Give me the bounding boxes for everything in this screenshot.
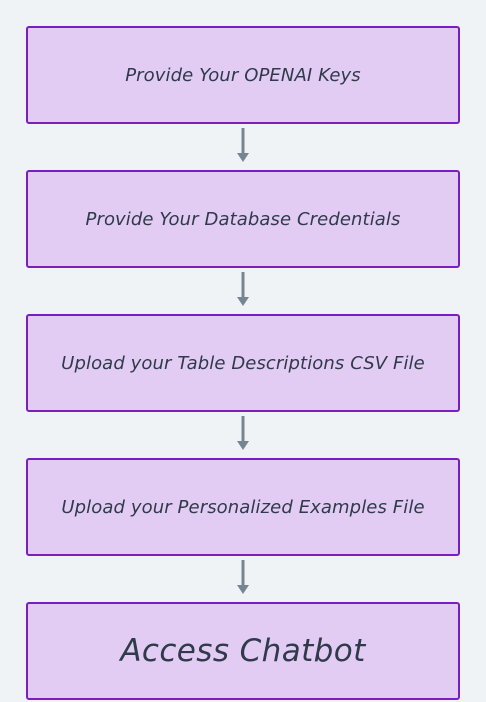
step-label: Access Chatbot <box>120 633 366 669</box>
step-label: Upload your Table Descriptions CSV File <box>61 352 425 374</box>
step-label: Provide Your OPENAI Keys <box>125 64 361 86</box>
step-provide-openai-keys: Provide Your OPENAI Keys <box>26 26 460 124</box>
arrow-down-icon <box>237 416 249 450</box>
arrow-down-icon <box>237 560 249 594</box>
step-label: Provide Your Database Credentials <box>85 208 401 230</box>
step-access-chatbot: Access Chatbot <box>26 602 460 700</box>
step-upload-personalized-examples: Upload your Personalized Examples File <box>26 458 460 556</box>
step-upload-table-descriptions: Upload your Table Descriptions CSV File <box>26 314 460 412</box>
arrow-down-icon <box>237 128 249 162</box>
arrow-down-icon <box>237 272 249 306</box>
step-provide-database-credentials: Provide Your Database Credentials <box>26 170 460 268</box>
step-label: Upload your Personalized Examples File <box>61 496 425 518</box>
